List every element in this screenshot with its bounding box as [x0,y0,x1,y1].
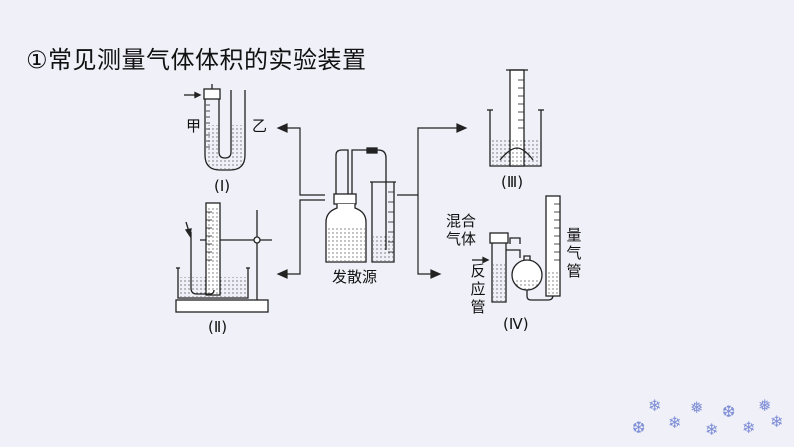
funnel-tube [499,147,534,161]
delivery-tube [190,232,215,295]
stand-base [175,299,269,313]
label-yi: 乙 [252,117,268,135]
label-mixed-gas: 混合 气体 [446,212,477,248]
apparatus-1-u-tube [184,84,246,171]
snowflake-icon: ❆ [632,418,646,437]
page-title: ①常见测量气体体积的实验装置 [26,46,367,74]
snowflake-icon: ❅ [690,398,704,417]
apparatus-2-trough [175,202,272,313]
label-gas-source: 发散源 [332,268,378,286]
snowflake-icon: ❅ [758,396,772,415]
snowflake-icon: ❄ [705,420,719,439]
snowflake-icon: ❄ [668,413,682,432]
u-tube-body [204,90,246,171]
outlet-tube [351,149,387,250]
bottle-stopper [333,193,357,205]
tube-stopper [489,232,509,244]
inlet-tube [335,149,349,200]
reaction-tube-body [491,243,507,303]
figure-label-1: (Ⅰ) [214,177,231,195]
figure-label-2: (Ⅱ) [208,318,228,336]
snowflake-icon: ❆ [722,402,736,421]
label-reaction-tube: 反 应 管 [470,262,486,316]
stopper-1 [203,88,221,100]
snowflake-icon: ❄ [742,418,756,437]
snowflake-icon: ❄ [770,412,784,431]
connecting-tube [526,196,554,301]
trough [177,268,249,299]
apparatus-3-beaker [487,69,544,167]
figure-label-3: (Ⅲ) [501,173,524,191]
label-jia: 甲 [186,117,202,135]
label-gas-burette: 量 气 管 [566,226,582,280]
snowflake-icon: ❄ [648,396,662,415]
apparatus-4-burette [472,195,561,303]
figure-label-4: (Ⅳ) [503,315,529,333]
central-apparatus [325,147,396,263]
connector-arrows [276,123,468,279]
gas-burette [545,195,561,297]
